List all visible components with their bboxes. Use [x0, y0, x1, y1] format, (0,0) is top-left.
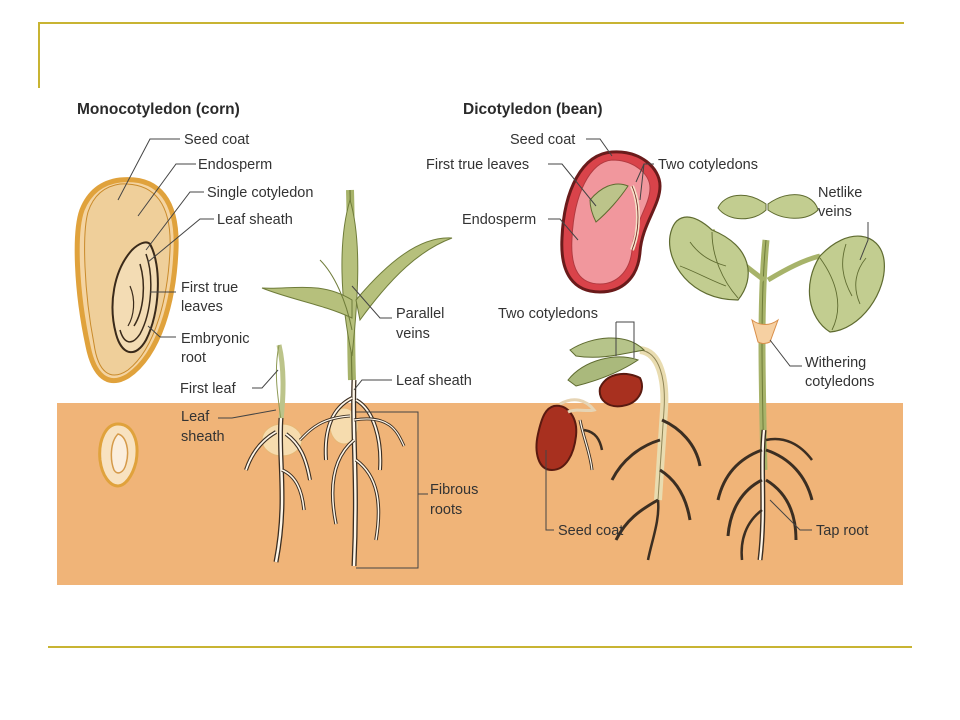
mono-label-seed-coat: Seed coat — [184, 132, 249, 148]
mono-label-fibrous-roots-1: Fibrous — [430, 482, 478, 498]
dicot-heading: Dicotyledon (bean) — [463, 101, 603, 118]
mono-leader-leaf-sheath-top — [147, 218, 214, 263]
bean-plant — [669, 194, 885, 561]
mono-label-leaf-sheath-plant: Leaf sheath — [396, 373, 472, 389]
dicot-leader-endosperm — [548, 218, 579, 241]
bean-seed-illustration — [560, 150, 662, 294]
dicot-leader-first-true-leaves — [548, 163, 597, 207]
corn-seed-small — [98, 422, 139, 488]
dicot-label-withering-1: Withering — [805, 355, 866, 371]
mono-leader-leaf-sheath-plant — [353, 379, 392, 391]
mono-leader-embryonic-root — [147, 325, 176, 338]
dicot-label-tap-root: Tap root — [816, 523, 868, 539]
bean-seedling — [567, 337, 702, 561]
mono-label-leaf-sheath-lower-1: Leaf — [181, 409, 210, 425]
mono-label-embryonic-root-2: root — [181, 350, 206, 366]
dicot-label-netlike-veins-2: veins — [818, 204, 852, 220]
mono-label-leaf-sheath-top: Leaf sheath — [217, 212, 293, 228]
mono-label-parallel-veins-2: veins — [396, 326, 430, 342]
dicot-leader-tap-root — [769, 499, 812, 531]
mono-label-endosperm: Endosperm — [198, 157, 272, 173]
bottom-rule — [48, 646, 912, 648]
dicot-label-first-true-leaves: First true leaves — [426, 157, 529, 173]
mono-label-embryonic-root-1: Embryonic — [181, 331, 250, 347]
dicot-label-two-cotyledons-top: Two cotyledons — [658, 157, 758, 173]
dicot-label-two-cotyledons-mid: Two cotyledons — [498, 306, 598, 322]
dicot-label-seed-coat: Seed coat — [510, 132, 575, 148]
mono-leader-first-leaf — [252, 369, 279, 389]
mono-leader-parallel-veins — [351, 285, 392, 319]
mono-label-single-cotyledon: Single cotyledon — [207, 185, 313, 201]
mono-label-parallel-veins-1: Parallel — [396, 306, 444, 322]
mono-label-first-true-leaves-1: First true — [181, 280, 238, 296]
mono-leader-leaf-sheath-lower — [218, 409, 277, 419]
dicot-label-withering-2: cotyledons — [805, 374, 874, 390]
dicot-leader-netlike-veins — [859, 222, 869, 261]
left-rule — [38, 22, 40, 88]
mono-heading: Monocotyledon (corn) — [77, 101, 240, 118]
mono-label-first-leaf: First leaf — [180, 381, 237, 397]
dicot-label-seed-coat-lower: Seed coat — [558, 523, 623, 539]
corn-seed-illustration — [74, 177, 179, 384]
mono-leader-endosperm — [137, 163, 196, 217]
dicot-leader-withering — [769, 339, 802, 367]
dicot-leader-two-cotyledons — [635, 163, 654, 201]
fibrous-roots-bracket — [356, 411, 428, 569]
mono-label-first-true-leaves-2: leaves — [181, 299, 223, 315]
top-rule — [38, 22, 904, 24]
dicot-label-endosperm: Endosperm — [462, 212, 536, 228]
corn-plant — [261, 189, 453, 567]
dicot-leader-seed-coat-lower — [545, 450, 554, 531]
mono-label-leaf-sheath-lower-2: sheath — [181, 429, 225, 445]
dicot-leader-seed-coat — [586, 138, 613, 157]
corn-seedling — [244, 344, 312, 563]
mono-label-fibrous-roots-2: roots — [430, 502, 462, 518]
mono-leader-seed-coat — [117, 138, 180, 201]
mono-leader-single-cotyledon — [145, 191, 204, 251]
dicot-leader-two-cotyledons-mid — [615, 321, 635, 358]
dicot-label-netlike-veins-1: Netlike — [818, 185, 862, 201]
